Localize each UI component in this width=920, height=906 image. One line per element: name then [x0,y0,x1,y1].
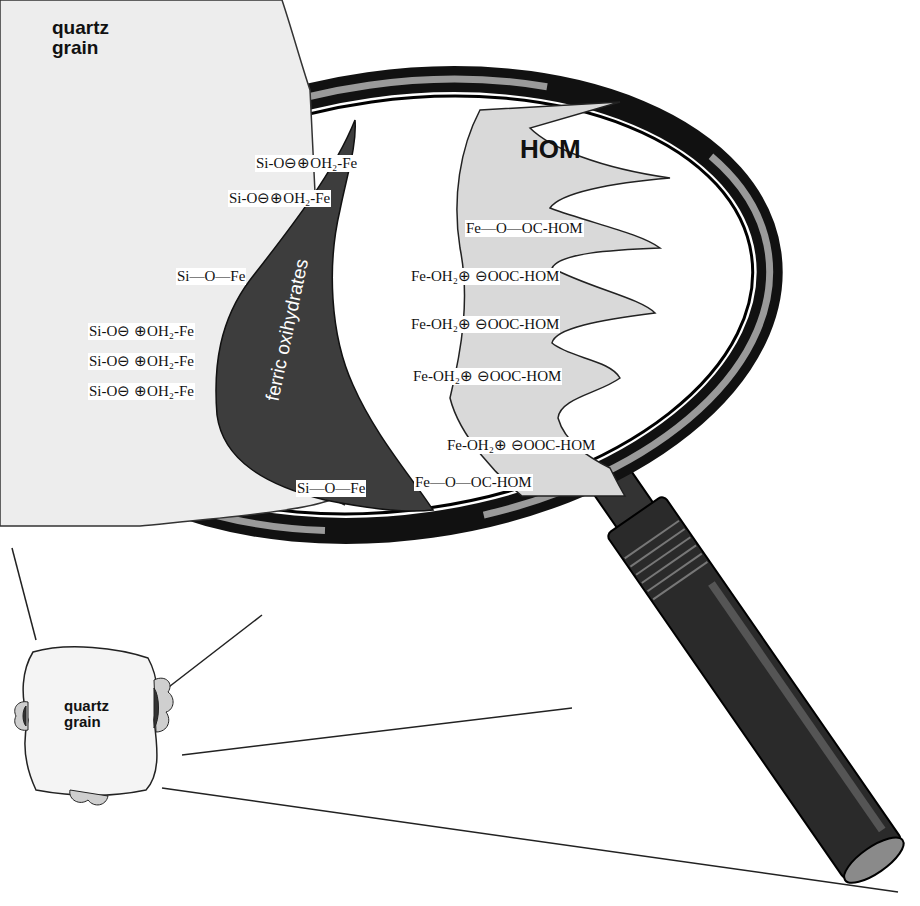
glass-handle [578,454,911,891]
bond-formula: Si-O⊖ ⊕OH₂-Fe [88,323,195,340]
ferric-oxihydrate-coating: ferric oxihydrates [205,115,445,525]
bond-formula: Si—O—Fe [176,268,246,285]
bond-formula: Si—O—Fe [296,480,366,497]
bond-formula: Fe-OH₂⊕ ⊖OOC-HOM [412,368,562,385]
region-label: quartz grain [52,18,132,58]
bond-formula: Fe-OH₂⊕ ⊖OOC-HOM [446,437,596,454]
shape-outline [205,115,445,525]
bond-formula: Fe-OH₂⊕ ⊖OOC-HOM [410,316,560,333]
bond-formula: Fe—O—OC-HOM [465,220,584,237]
region-label: quartz grain [64,698,124,730]
leader-lines [12,548,898,892]
bond-formula: Fe—O—OC-HOM [414,474,533,491]
bond-formula: Si-O⊖⊕OH₂-Fe [228,190,331,207]
bond-formula: Si-O⊖ ⊕OH₂-Fe [88,353,195,370]
region-label: HOM [520,136,581,163]
bond-formula: Si-O⊖⊕OH₂-Fe [255,155,358,172]
quartz-grain-overview: quartz grain [8,640,168,800]
bond-formula: Fe-OH₂⊕ ⊖OOC-HOM [410,268,560,285]
bond-formula: Si-O⊖ ⊕OH₂-Fe [88,383,195,400]
